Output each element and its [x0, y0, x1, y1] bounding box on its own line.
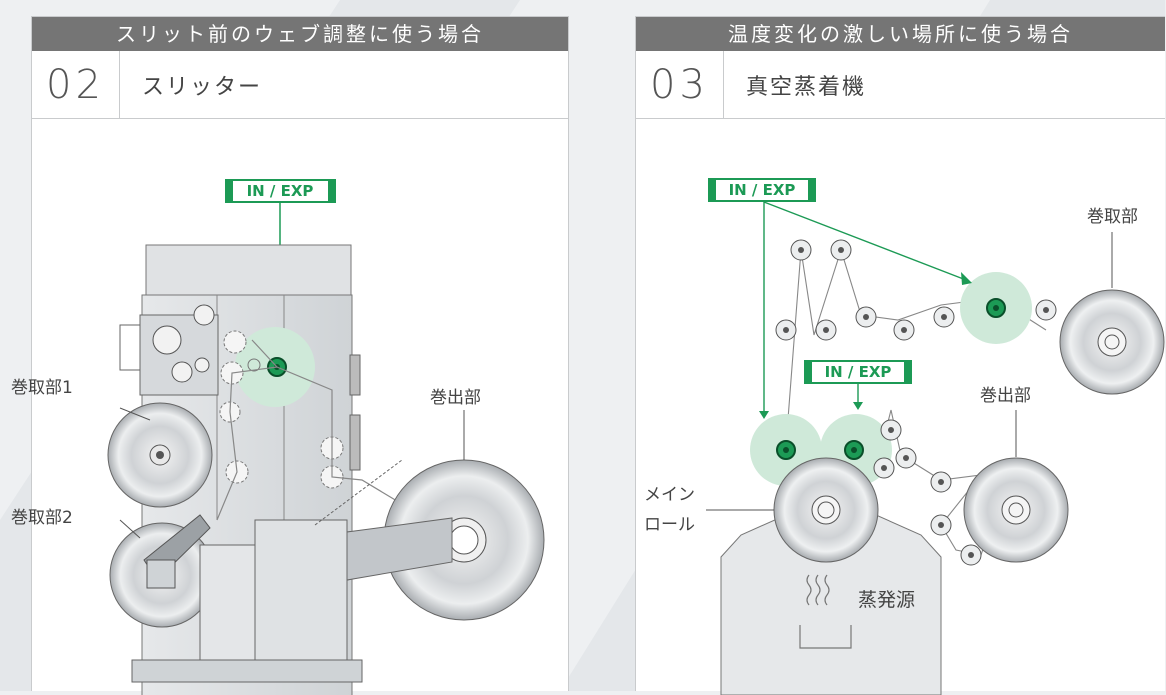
tag-label: IN / EXP — [247, 182, 314, 200]
vacuum-deposition-panel: 温度変化の激しい場所に使う場合 03 真空蒸着機 蒸発源 — [635, 16, 1165, 695]
vacuum-deposition-diagram: 蒸発源 — [644, 178, 1165, 695]
target-rolls — [776, 298, 1006, 460]
label-main-roll-2: ロール — [644, 515, 695, 535]
label-main-roll-1: メイン — [644, 485, 695, 505]
in-exp-tag-mid: IN / EXP — [804, 360, 912, 384]
rewind1-leader — [119, 407, 151, 421]
label-unwind: 巻出部 — [430, 388, 481, 408]
vapor-icon — [806, 574, 830, 606]
label-rewind: 巻取部 — [1087, 207, 1138, 227]
vacuum-chamber — [720, 494, 942, 695]
label-unwind: 巻出部 — [980, 386, 1031, 406]
svg-text:IN / EXP: IN / EXP — [825, 363, 892, 381]
label-evaporation: 蒸発源 — [858, 589, 915, 611]
label-rewind-2: 巻取部2 — [11, 508, 73, 528]
machine-top — [145, 244, 352, 296]
svg-text:IN / EXP: IN / EXP — [729, 181, 796, 199]
rewind2-leader — [119, 519, 141, 539]
section-title: スリッター — [142, 74, 263, 100]
title-row: 03 真空蒸着機 — [636, 51, 1165, 119]
section-number: 03 — [636, 51, 724, 118]
panel-header: 温度変化の激しい場所に使う場合 — [636, 17, 1165, 51]
slitter-panel: スリット前のウェブ調整に使う場合 02 スリッター IN / EXP — [11, 16, 569, 695]
in-exp-tag: IN / EXP — [225, 179, 336, 203]
panel-header: スリット前のウェブ調整に使う場合 — [32, 17, 568, 51]
section-number: 02 — [32, 51, 120, 118]
section-title: 真空蒸着機 — [746, 74, 867, 100]
in-exp-tag-top: IN / EXP — [708, 178, 816, 202]
title-row: 02 スリッター — [32, 51, 568, 119]
slitter-diagram: IN / EXP — [11, 179, 545, 695]
label-rewind-1: 巻取部1 — [11, 378, 73, 398]
crucible — [799, 625, 852, 649]
